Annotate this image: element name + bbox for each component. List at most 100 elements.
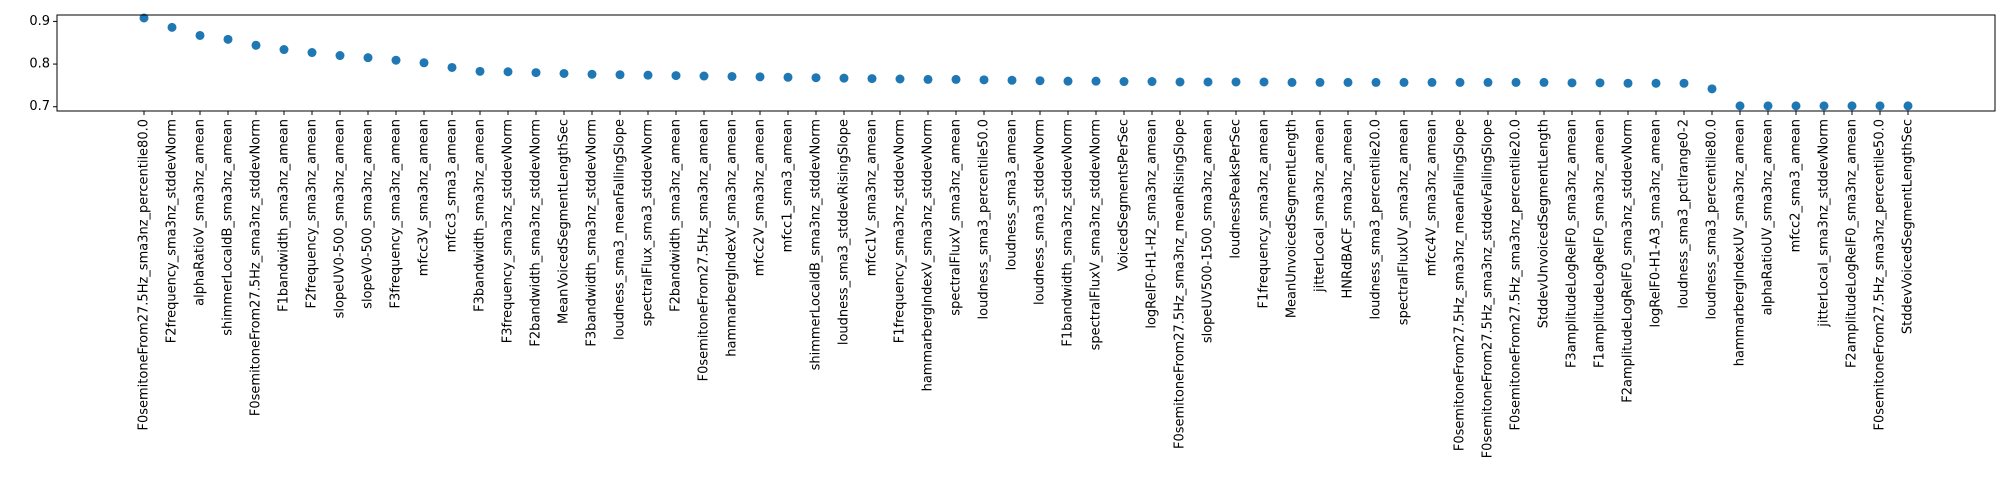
x-tick-label: shimmerLocaldB_sma3nz_stddevNorm xyxy=(809,119,824,370)
data-point xyxy=(839,73,849,83)
x-tick-label: loudness_sma3_stddevNorm xyxy=(1033,119,1048,305)
x-tick-label: loudness_sma3_stddevRisingSlope xyxy=(837,119,852,345)
x-tick-label: logRelF0-H1-H2_sma3nz_amean xyxy=(1145,119,1160,329)
data-point xyxy=(167,22,177,32)
data-point xyxy=(755,72,765,82)
data-point xyxy=(1903,101,1913,111)
x-tick-label: loudness_sma3_percentile80.0 xyxy=(1705,119,1720,319)
x-tick-label: shimmerLocaldB_sma3nz_amean xyxy=(221,119,236,336)
x-tick-label: mfcc3V_sma3nz_amean xyxy=(417,119,432,276)
x-tick-label: F1frequency_sma3nz_stddevNorm xyxy=(893,119,908,343)
x-tick-label: F3bandwidth_sma3nz_amean xyxy=(473,119,488,312)
data-point xyxy=(391,55,401,65)
x-tick-label: F1frequency_sma3nz_amean xyxy=(1257,119,1272,309)
y-tick-label: 0.9 xyxy=(29,14,50,29)
x-tick-label: F3bandwidth_sma3nz_stddevNorm xyxy=(585,119,600,347)
x-tick-label: hammarbergIndexV_sma3nz_stddevNorm xyxy=(921,119,936,391)
data-point xyxy=(587,69,597,79)
data-point xyxy=(1707,84,1717,94)
data-point xyxy=(811,73,821,83)
x-tick-label: spectralFluxV_sma3nz_stddevNorm xyxy=(1089,119,1104,350)
x-tick-label: F1amplitudeLogRelF0_sma3nz_amean xyxy=(1593,119,1608,368)
data-point xyxy=(923,74,933,84)
x-tick-label: VoicedSegmentsPerSec xyxy=(1117,119,1132,271)
y-axis: 0.70.80.9 xyxy=(29,14,57,114)
x-tick-label: F2frequency_sma3nz_amean xyxy=(305,119,320,309)
x-tick-label: mfcc3_sma3_amean xyxy=(445,119,460,252)
x-tick-label: F2bandwidth_sma3nz_amean xyxy=(669,119,684,312)
plot-frame xyxy=(56,14,1996,112)
data-point xyxy=(1259,77,1269,87)
x-axis: F0semitoneFrom27.5Hz_sma3nz_percentile80… xyxy=(137,111,1916,458)
x-tick-label: F3frequency_sma3nz_amean xyxy=(389,119,404,309)
x-tick-label: spectralFlux_sma3_stddevNorm xyxy=(641,119,656,326)
x-tick-label: F0semitoneFrom27.5Hz_sma3nz_stddevFallin… xyxy=(1481,119,1496,458)
data-point xyxy=(979,75,989,85)
data-point xyxy=(1203,77,1213,87)
data-point xyxy=(335,51,345,61)
x-tick-label: slopeUV500-1500_sma3nz_amean xyxy=(1201,119,1216,343)
data-point xyxy=(1371,77,1381,87)
x-tick-label: jitterLocal_sma3nz_amean xyxy=(1313,119,1328,293)
x-tick-label: alphaRatioV_sma3nz_amean xyxy=(193,119,208,306)
data-point xyxy=(251,40,261,50)
data-point xyxy=(895,74,905,84)
data-point xyxy=(1511,77,1521,87)
data-point xyxy=(783,72,793,82)
x-tick-label: loudness_sma3_percentile20.0 xyxy=(1369,119,1384,319)
x-tick-label: MeanUnvoicedSegmentLength xyxy=(1285,119,1300,318)
data-point xyxy=(1539,77,1549,87)
x-tick-label: loudness_sma3_pctlrange0-2 xyxy=(1677,119,1692,309)
data-point xyxy=(1623,78,1633,88)
data-point xyxy=(727,71,737,81)
data-point xyxy=(195,30,205,40)
x-tick-label: loudnessPeaksPerSec xyxy=(1229,119,1244,259)
data-point xyxy=(1343,77,1353,87)
data-point xyxy=(867,74,877,84)
x-tick-label: loudness_sma3_amean xyxy=(1005,119,1020,270)
x-tick-label: F2frequency_sma3nz_stddevNorm xyxy=(165,119,180,343)
data-point xyxy=(1035,76,1045,86)
data-point xyxy=(1147,77,1157,87)
x-tick-label: hammarbergIndexUV_sma3nz_amean xyxy=(1733,119,1748,366)
data-point xyxy=(307,48,317,58)
x-tick-label: loudness_sma3_percentile50.0 xyxy=(977,119,992,319)
x-tick-label: F1bandwidth_sma3nz_stddevNorm xyxy=(1061,119,1076,347)
x-tick-label: F0semitoneFrom27.5Hz_sma3nz_meanRisingSl… xyxy=(1173,119,1188,449)
data-point xyxy=(1399,77,1409,87)
x-tick-label: slopeUV0-500_sma3nz_amean xyxy=(333,119,348,318)
data-point xyxy=(671,71,681,81)
data-point xyxy=(1567,78,1577,88)
data-point xyxy=(1231,77,1241,87)
x-tick-label: F0semitoneFrom27.5Hz_sma3nz_amean xyxy=(697,119,712,381)
data-point xyxy=(1455,77,1465,87)
data-point xyxy=(1427,77,1437,87)
data-point xyxy=(531,68,541,78)
x-tick-label: F0semitoneFrom27.5Hz_sma3nz_percentile50… xyxy=(1873,119,1888,431)
data-point xyxy=(223,34,233,44)
x-tick-label: slopeV0-500_sma3nz_amean xyxy=(361,119,376,309)
data-point xyxy=(1119,77,1129,87)
data-point xyxy=(363,53,373,63)
x-tick-label: F0semitoneFrom27.5Hz_sma3nz_percentile20… xyxy=(1509,119,1524,431)
data-point xyxy=(503,67,513,77)
data-point xyxy=(419,58,429,68)
x-tick-label: F0semitoneFrom27.5Hz_sma3nz_stddevNorm xyxy=(249,119,264,416)
x-tick-label: StddevUnvoicedSegmentLength xyxy=(1537,119,1552,328)
data-point xyxy=(1875,101,1885,111)
x-tick-label: mfcc1_sma3_amean xyxy=(781,119,796,252)
data-point xyxy=(1315,77,1325,87)
data-point xyxy=(643,70,653,80)
x-tick-label: spectralFluxUV_sma3nz_amean xyxy=(1397,119,1412,325)
x-tick-label: jitterLocal_sma3nz_stddevNorm xyxy=(1817,119,1832,328)
x-tick-label: F2amplitudeLogRelF0_sma3nz_stddevNorm xyxy=(1621,119,1636,403)
data-point xyxy=(1483,77,1493,87)
x-tick-label: F3frequency_sma3nz_stddevNorm xyxy=(501,119,516,343)
x-tick-label: alphaRatioUV_sma3nz_amean xyxy=(1761,119,1776,315)
x-tick-label: HNRdBACF_sma3nz_amean xyxy=(1341,119,1356,299)
data-point xyxy=(1175,77,1185,87)
data-point xyxy=(1287,77,1297,87)
x-tick-label: loudness_sma3_meanFallingSlope xyxy=(613,119,628,340)
data-point xyxy=(1595,78,1605,88)
